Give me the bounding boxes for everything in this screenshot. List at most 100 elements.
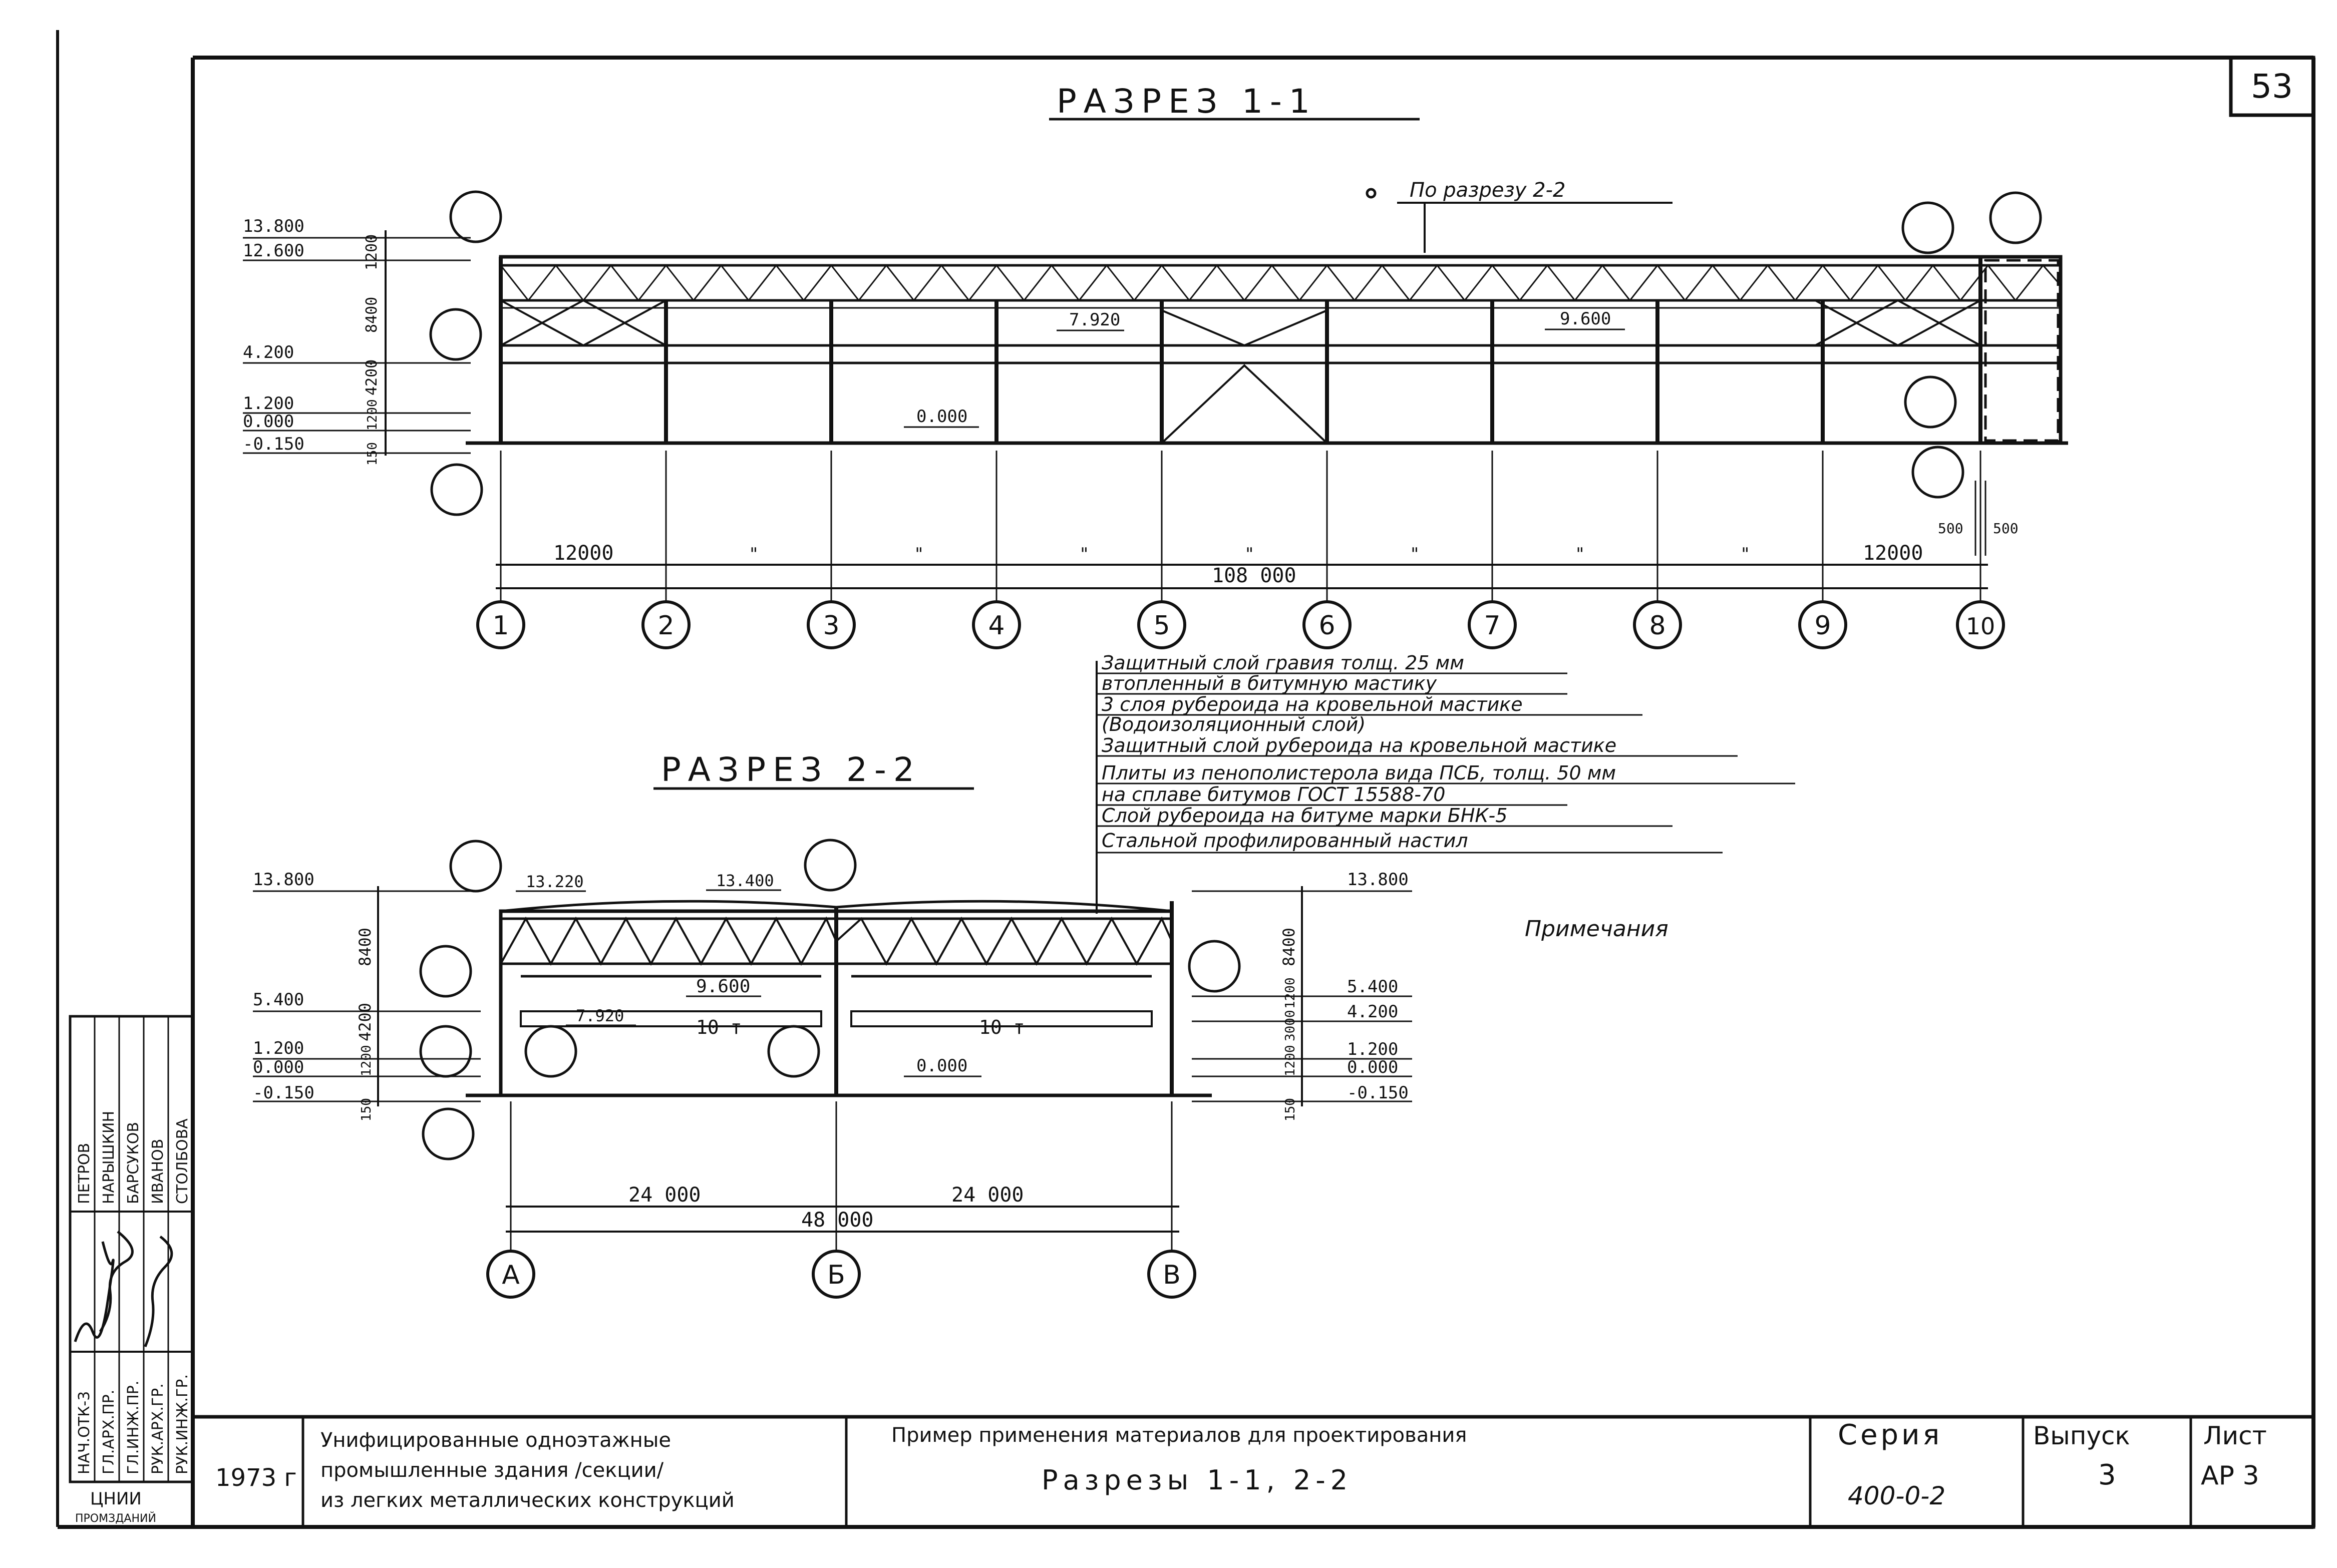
svg-text:Выпуск: Выпуск <box>2033 1421 2130 1450</box>
svg-text:Б: Б <box>827 1260 845 1290</box>
svg-text:из легких металлических констр: из легких металлических конструкций <box>320 1489 735 1512</box>
note-ref-2-2: По разрезу 2-2 <box>1410 179 1565 202</box>
levels-right-2-2: 13.800 5.400 4.200 1.200 0.000 -0.150 84… <box>1192 870 1412 1121</box>
svg-text:ГЛ.ИНЖ.ПР.: ГЛ.ИНЖ.ПР. <box>125 1381 142 1474</box>
svg-text:Защитный слой гравия толщ. 25: Защитный слой гравия толщ. 25 мм <box>1102 652 1464 674</box>
crane-right: 10 т <box>979 1016 1025 1038</box>
svg-text:500: 500 <box>1938 520 1963 537</box>
svg-text:Стальной профилированный насти: Стальной профилированный настил <box>1102 830 1468 852</box>
svg-text:": " <box>1575 544 1585 564</box>
svg-text:8400: 8400 <box>363 297 381 333</box>
svg-text:13.800: 13.800 <box>1347 870 1409 890</box>
svg-text:7.920: 7.920 <box>576 1006 624 1025</box>
notes-label: Примечания <box>1525 916 1668 942</box>
svg-text:Унифицированные одноэтажные: Унифицированные одноэтажные <box>320 1429 671 1452</box>
svg-text:РУК.АРХ.ГР.: РУК.АРХ.ГР. <box>149 1383 167 1474</box>
svg-text:НАЧ.ОТК-3: НАЧ.ОТК-3 <box>76 1391 93 1474</box>
svg-text:5.400: 5.400 <box>253 990 304 1010</box>
svg-text:5: 5 <box>1153 611 1170 641</box>
callout-circles-2-2 <box>419 839 1241 1160</box>
svg-text:ЦНИИ: ЦНИИ <box>90 1489 142 1509</box>
svg-text:ИВАНОВ: ИВАНОВ <box>149 1139 167 1204</box>
roof-layers-note: Защитный слой гравия толщ. 25 мм втоплен… <box>1096 652 1795 914</box>
svg-text:8400: 8400 <box>1279 928 1298 966</box>
svg-text:13.400: 13.400 <box>716 871 774 890</box>
svg-text:В: В <box>1163 1260 1181 1290</box>
svg-text:4.200: 4.200 <box>1347 1002 1398 1022</box>
svg-text:1200: 1200 <box>363 234 381 270</box>
svg-text:6: 6 <box>1318 611 1335 641</box>
signature-2 <box>99 1231 134 1333</box>
svg-text:Серия: Серия <box>1838 1419 1942 1451</box>
svg-text:-0.150: -0.150 <box>243 434 304 454</box>
svg-text:1: 1 <box>492 611 509 641</box>
svg-text:ПРОМЗДАНИЙ: ПРОМЗДАНИЙ <box>75 1512 156 1525</box>
svg-text:13.220: 13.220 <box>526 872 584 891</box>
svg-text:2: 2 <box>657 611 674 641</box>
svg-text:3000: 3000 <box>1283 1010 1298 1041</box>
svg-text:РУК.ИНЖ.ГР.: РУК.ИНЖ.ГР. <box>174 1374 191 1474</box>
svg-text:Защитный слой рубероида на кро: Защитный слой рубероида на кровельной ма… <box>1102 734 1616 756</box>
svg-text:3 слоя рубероида на кровельной: 3 слоя рубероида на кровельной мастике <box>1102 693 1523 715</box>
crane-left: 10 т <box>696 1016 742 1038</box>
svg-text:втопленный в битумную мастику: втопленный в битумную мастику <box>1102 672 1437 694</box>
section-1-1: РАЗРЕЗ 1-1 По разрезу 2-2 <box>243 82 2068 649</box>
svg-text:-0.150: -0.150 <box>1347 1083 1409 1103</box>
span-right-2-2: 24 000 <box>951 1184 1024 1207</box>
svg-text:1.200: 1.200 <box>1347 1039 1398 1059</box>
svg-text:АР 3: АР 3 <box>2201 1461 2259 1491</box>
svg-text:Пример применения материалов д: Пример применения материалов для проекти… <box>891 1424 1467 1447</box>
section-2-2: РАЗРЕЗ 2-2 10 т 10 т 13.800 5.400 1.200 <box>253 750 1412 1299</box>
section-1-1-title: РАЗРЕЗ 1-1 <box>1057 82 1317 121</box>
svg-text:500: 500 <box>1993 520 2019 537</box>
axis-markers-1-1: 1 2 3 4 5 6 7 8 9 10 <box>476 600 2005 649</box>
svg-text:4200: 4200 <box>356 1003 375 1041</box>
svg-text:промышленные здания /секции/: промышленные здания /секции/ <box>320 1459 664 1482</box>
svg-text:13.800: 13.800 <box>243 216 304 236</box>
svg-text:0.000: 0.000 <box>253 1057 304 1077</box>
svg-text:8400: 8400 <box>356 928 375 966</box>
mark-7920-1-1: 7.920 <box>1069 310 1120 330</box>
svg-text:": " <box>749 544 759 564</box>
svg-text:Плиты из пенополистерола вида: Плиты из пенополистерола вида ПСБ, толщ.… <box>1102 762 1616 784</box>
axis-markers-2-2: А Б В <box>486 1250 1196 1299</box>
year: 1973 г <box>215 1464 297 1492</box>
svg-text:3: 3 <box>2098 1459 2116 1491</box>
svg-text:НАРЫШКИН: НАРЫШКИН <box>100 1111 118 1204</box>
sheet-title: Разрезы 1-1, 2-2 <box>1042 1464 1353 1496</box>
svg-text:на сплаве битумов ГОСТ 15588-7: на сплаве битумов ГОСТ 15588-70 <box>1102 783 1445 806</box>
span-left-2-2: 24 000 <box>628 1184 701 1207</box>
callout-circles-1-1 <box>429 190 2042 516</box>
svg-text:1.200: 1.200 <box>243 394 294 414</box>
svg-text:СТОЛБОВА: СТОЛБОВА <box>174 1118 191 1204</box>
svg-text:Слой рубероида на битуме марки: Слой рубероида на битуме марки БНК-5 <box>1102 805 1507 827</box>
section-2-2-title: РАЗРЕЗ 2-2 <box>661 750 921 789</box>
svg-text:12000: 12000 <box>553 542 613 565</box>
signature-3 <box>144 1236 173 1347</box>
mark-9600-1-1: 9.600 <box>1560 309 1611 329</box>
svg-text:": " <box>1740 544 1750 564</box>
signature-stamp: НАЧ.ОТК-3 ГЛ.АРХ.ПР. ГЛ.ИНЖ.ПР. РУК.АРХ.… <box>69 1015 194 1525</box>
svg-text:0.000: 0.000 <box>916 1056 967 1076</box>
svg-text:": " <box>1244 544 1254 564</box>
svg-text:4200: 4200 <box>363 359 381 396</box>
roof-truss-1-1 <box>500 264 2062 302</box>
svg-text:150: 150 <box>1283 1098 1298 1121</box>
svg-text:": " <box>1410 544 1420 564</box>
svg-text:БАРСУКОВ: БАРСУКОВ <box>125 1122 142 1204</box>
svg-text:7: 7 <box>1484 611 1500 641</box>
page-number: 53 <box>2251 67 2293 106</box>
svg-text:13.800: 13.800 <box>253 870 314 890</box>
svg-text:-0.150: -0.150 <box>253 1083 314 1103</box>
span-dimensions-1-1: 12000 " " " " " " " 12000 108 000 500 50… <box>553 481 2019 587</box>
svg-text:12.600: 12.600 <box>243 241 304 261</box>
roof-truss-2-2 <box>500 916 1173 966</box>
svg-text:ПЕТРОВ: ПЕТРОВ <box>76 1143 93 1204</box>
svg-text:8: 8 <box>1649 611 1665 641</box>
mark-0000-1-1: 0.000 <box>916 407 967 427</box>
svg-text:150: 150 <box>359 1098 374 1121</box>
total-span-1-1: 108 000 <box>1212 564 1296 587</box>
svg-text:1200: 1200 <box>365 399 380 431</box>
svg-text:5.400: 5.400 <box>1347 977 1398 997</box>
